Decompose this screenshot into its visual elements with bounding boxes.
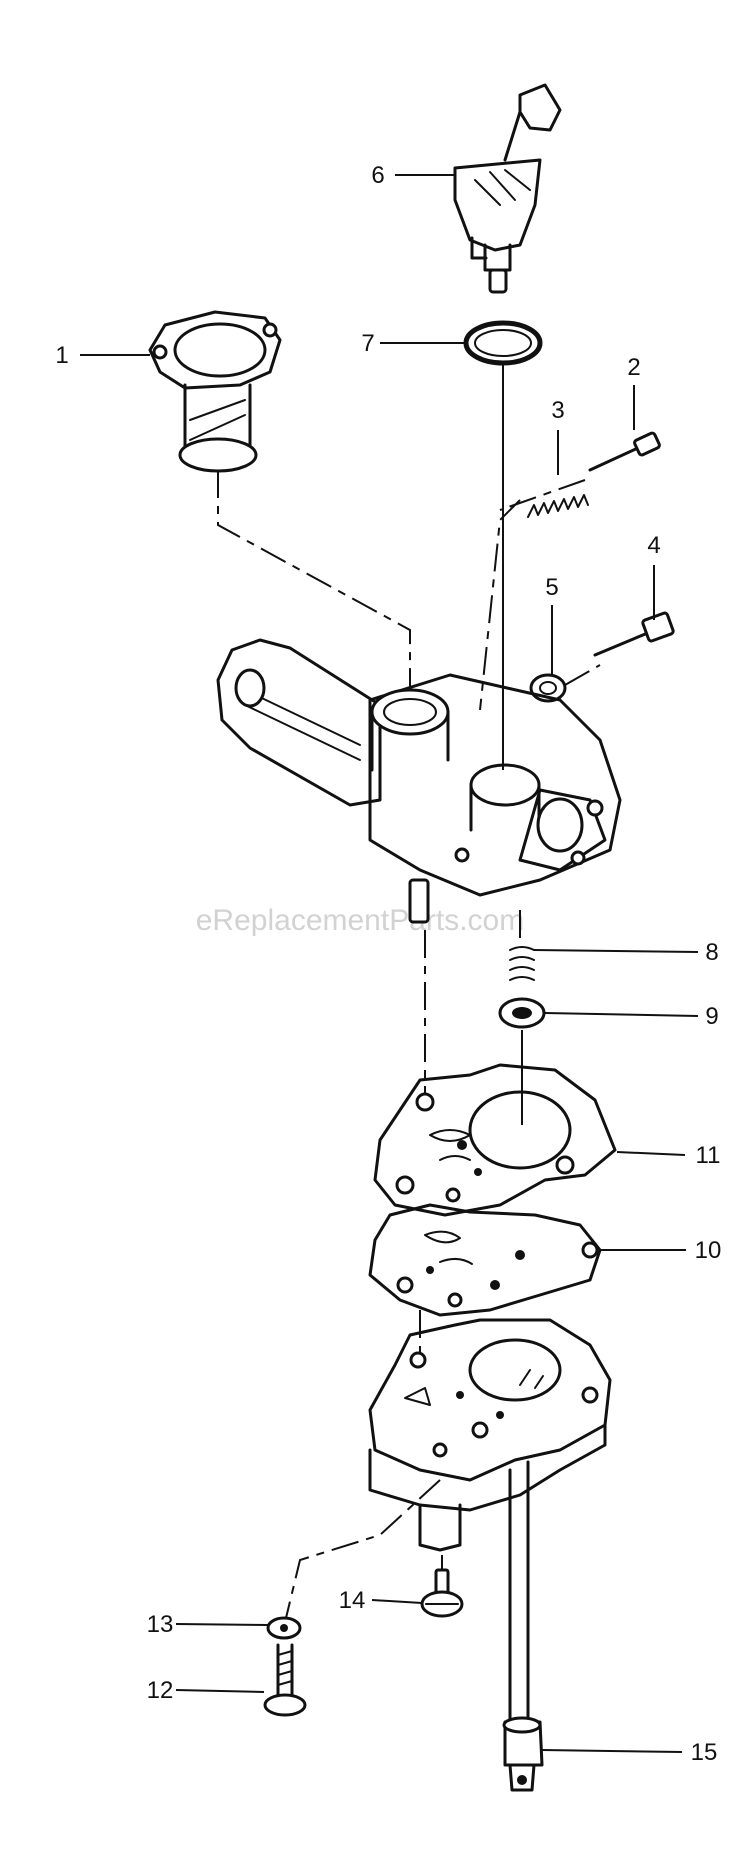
diaphragm-part <box>368 1203 602 1317</box>
part-label-11: 11 <box>696 1142 721 1169</box>
part-label-4: 4 <box>647 532 660 559</box>
part-label-6: 6 <box>371 162 384 189</box>
o-ring-part <box>463 320 543 366</box>
intake-elbow-part <box>148 310 282 473</box>
fuel-pipe-assembly-part <box>453 83 562 294</box>
screw-14-part <box>420 1568 464 1618</box>
part-label-9: 9 <box>705 1003 718 1030</box>
pipe-end-part <box>502 1716 544 1792</box>
part-label-8: 8 <box>705 939 718 966</box>
part-label-7: 7 <box>361 330 374 357</box>
needle-valve-part <box>593 611 675 657</box>
spring-3-part <box>527 494 589 518</box>
part-label-12: 12 <box>147 1677 174 1704</box>
screw-12-part <box>263 1643 307 1717</box>
pump-body-part <box>368 1318 612 1722</box>
part-label-1: 1 <box>55 342 68 369</box>
part-label-2: 2 <box>627 354 640 381</box>
leader-lines <box>80 174 699 1753</box>
part-label-5: 5 <box>545 574 558 601</box>
watermark-text: eReplacementParts.com <box>196 904 524 937</box>
part-labels: 1 2 3 4 5 6 7 8 9 10 11 12 13 14 15 <box>55 162 721 1766</box>
lockwasher-part <box>266 1616 302 1640</box>
seal-part <box>498 997 546 1029</box>
part-label-14: 14 <box>339 1587 366 1614</box>
assembly-lines <box>217 365 601 1619</box>
part-label-13: 13 <box>147 1611 174 1638</box>
gasket-part <box>373 1063 617 1217</box>
carburetor-body-part <box>216 638 622 924</box>
spring-8-part <box>509 946 535 981</box>
part-label-10: 10 <box>695 1237 722 1264</box>
idle-speed-screw-part <box>588 431 661 472</box>
part-label-15: 15 <box>691 1739 718 1766</box>
part-label-3: 3 <box>551 397 564 424</box>
